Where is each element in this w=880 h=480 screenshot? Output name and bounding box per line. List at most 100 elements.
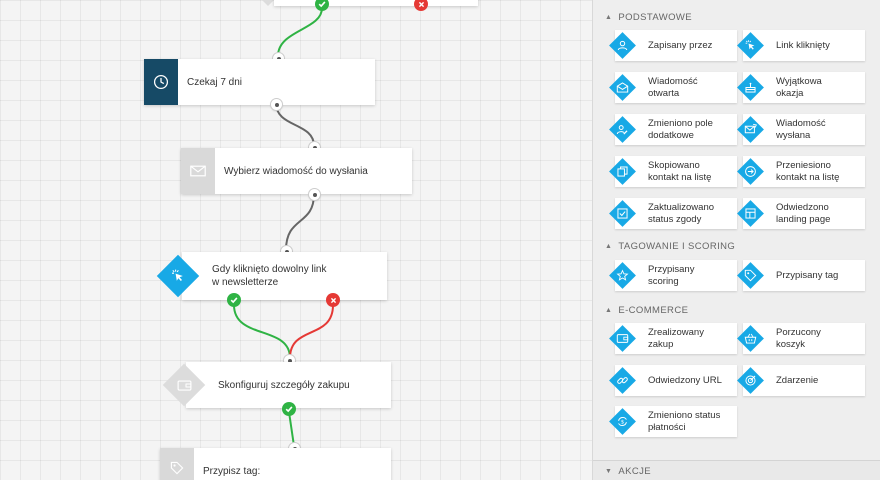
- palette-item-diamond: [608, 157, 637, 186]
- tag-icon: [170, 461, 184, 475]
- output-port[interactable]: [309, 189, 320, 200]
- node-link-clicked-label-line2: w newsletterze: [212, 277, 279, 288]
- node-choose-message-icon-box: [181, 148, 215, 194]
- star-icon: [616, 269, 629, 281]
- palette-item-label: Zdarzenie: [776, 375, 818, 387]
- section-head-tagowanie[interactable]: ▲ TAGOWANIE I SCORING: [593, 237, 880, 255]
- palette-item-line2: scoring: [648, 275, 679, 287]
- palette-item-line2: wysłana: [776, 129, 811, 141]
- input-port[interactable]: [309, 142, 320, 153]
- node-choose-message-label: Wybierz wiadomość do wysłania: [224, 165, 368, 177]
- palette-item-line1: Zmieniono pole: [648, 118, 713, 129]
- basket-icon: [744, 333, 757, 344]
- section-head-ecommerce[interactable]: ▲ E-COMMERCE: [593, 301, 880, 319]
- yes-badge: [282, 402, 296, 416]
- palette-item[interactable]: Zdarzenie: [737, 365, 865, 396]
- palette-item[interactable]: Odwiedzony URL: [609, 365, 737, 396]
- envelope-open-icon: [616, 82, 629, 93]
- node-wait[interactable]: Czekaj 7 dni: [144, 59, 375, 105]
- node-link-clicked-label-line1: Gdy kliknięto dowolny link: [212, 264, 327, 275]
- palette-item-label: Przypisany tag: [776, 270, 838, 282]
- svg-text:$: $: [621, 420, 624, 426]
- palette-item-line1: Wiadomość: [648, 76, 698, 87]
- section-title: TAGOWANIE I SCORING: [618, 240, 736, 252]
- palette-item-line2: koszyk: [776, 338, 806, 350]
- palette-item-line1: Przypisany: [648, 264, 695, 275]
- palette-item-diamond: [608, 115, 637, 144]
- palette-item-line1: Wyjątkowa: [776, 76, 822, 87]
- palette-item[interactable]: Link kliknięty: [737, 30, 865, 61]
- palette-item-diamond: [608, 199, 637, 228]
- output-port[interactable]: [271, 99, 282, 110]
- dollar-cycle-icon: $: [618, 417, 627, 426]
- input-port[interactable]: [284, 355, 295, 366]
- palette-item-diamond: [736, 73, 765, 102]
- node-wait-label: Czekaj 7 dni: [187, 76, 243, 88]
- node-choose-message[interactable]: Wybierz wiadomość do wysłania: [181, 148, 412, 194]
- palette-item[interactable]: Przypisany tag: [737, 260, 865, 291]
- node-link-clicked-diamond[interactable]: [156, 254, 200, 298]
- palette-item-diamond: [736, 157, 765, 186]
- palette-item-line2: zakup: [648, 338, 674, 350]
- previous-node[interactable]: [274, 0, 478, 6]
- checkbox-icon: [617, 208, 628, 219]
- input-port[interactable]: [273, 53, 284, 64]
- section-title: PODSTAWOWE: [618, 11, 693, 23]
- node-tag-icon-box: [160, 448, 194, 480]
- clock-icon: [153, 74, 169, 90]
- user-edit-icon: [616, 125, 628, 135]
- palette-item-diamond: [736, 324, 765, 353]
- palette-panel: ▲ PODSTAWOWE ▲ TAGOWANIE I SCORING ▲ E-C…: [592, 0, 880, 480]
- palette-item-line2: płatności: [648, 421, 686, 433]
- node-purchase-diamond[interactable]: [162, 363, 206, 407]
- palette-item-line1: Odwiedzono: [776, 202, 829, 213]
- palette-item-diamond: [608, 261, 637, 290]
- palette-item[interactable]: Zapisany przez: [609, 30, 737, 61]
- section-head-podstawowe[interactable]: ▲ PODSTAWOWE: [593, 8, 880, 26]
- palette-item-line1: Odwiedzony URL: [648, 374, 722, 386]
- palette-item-diamond: [736, 261, 765, 290]
- input-port[interactable]: [281, 246, 292, 257]
- cake-icon: [745, 82, 756, 93]
- caret-up-icon: ▲: [605, 242, 613, 250]
- palette-item-line1: Link kliknięty: [776, 39, 830, 51]
- cursor-click-icon: [745, 40, 755, 50]
- move-arrow-icon: [745, 166, 756, 177]
- link-icon: [617, 377, 628, 384]
- target-icon: [745, 375, 756, 386]
- layout-icon: [745, 208, 756, 219]
- node-tag[interactable]: Przypisz tag:: [160, 448, 391, 480]
- palette-item-line2: okazja: [776, 87, 804, 99]
- palette-item-line2: kontakt na listę: [776, 171, 840, 183]
- envelope-icon: [190, 165, 206, 177]
- section-head-akcje[interactable]: ▼ AKCJE: [593, 460, 880, 480]
- palette-item-line1: Skopiowano: [648, 160, 700, 171]
- palette-item-diamond: [608, 31, 637, 60]
- node-link-clicked[interactable]: Gdy kliknięto dowolny link w newsletterz…: [182, 252, 387, 300]
- copy-icon: [617, 166, 628, 177]
- node-purchase[interactable]: Skonfiguruj szczegóły zakupu: [186, 362, 391, 408]
- yes-badge: [315, 0, 329, 11]
- caret-down-icon: ▼: [605, 467, 613, 475]
- palette-item-line1: Zdarzenie: [776, 374, 819, 386]
- workflow-canvas[interactable]: Czekaj 7 dni Wybierz wiadomość do wysłan…: [0, 0, 592, 480]
